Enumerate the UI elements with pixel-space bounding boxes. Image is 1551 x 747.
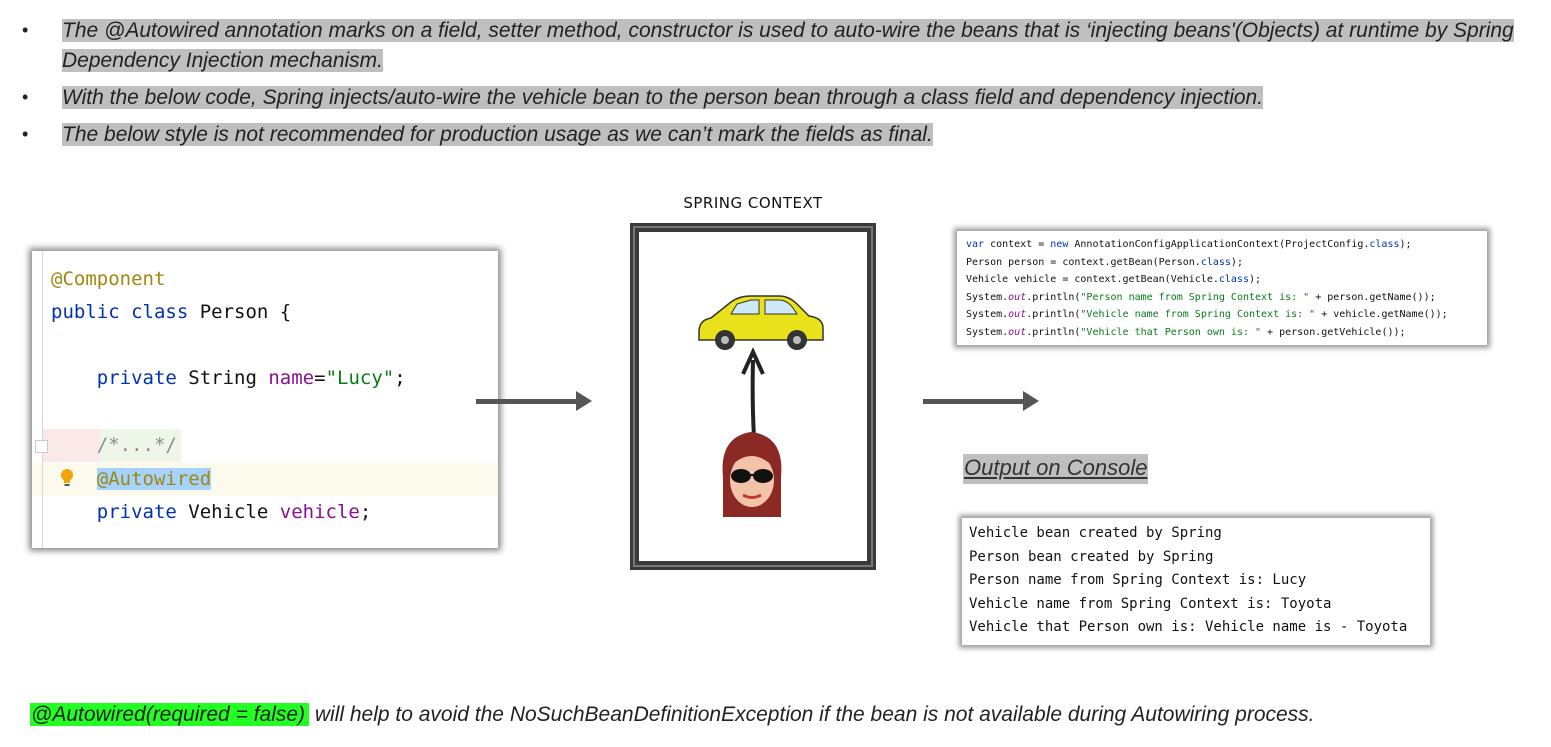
main-code-snippet: var context = new AnnotationConfigApplic… [957, 231, 1487, 345]
fold-toggle-icon[interactable] [35, 440, 48, 453]
bullet-dot: • [22, 20, 29, 40]
code-line: private Vehicle vehicle; [96, 501, 372, 523]
bullet-item: • The below style is not recommended for… [22, 120, 1532, 150]
field-name: vehicle [279, 501, 360, 523]
bullet-item: • With the below code, Spring injects/au… [22, 83, 1532, 113]
context-illustration [698, 295, 824, 517]
console-line: Vehicle name from Spring Context is: Toy… [969, 595, 1332, 612]
footer-note: @Autowired(required = false) will help t… [30, 695, 1315, 735]
console-line: Vehicle that Person own is: Vehicle name… [969, 619, 1408, 636]
code-line: System.out.println("Vehicle that Person … [966, 326, 1406, 338]
code-line: /*...*/ [51, 429, 498, 462]
type-name: Vehicle [176, 501, 280, 523]
arrow-up-icon [741, 347, 765, 438]
type-name: String [176, 367, 269, 389]
folded-comment[interactable]: /*...*/ [96, 434, 177, 456]
class-name: Person { [188, 301, 292, 323]
keyword: private [96, 367, 177, 389]
keyword: class [131, 301, 189, 323]
console-line: Vehicle bean created by Spring [969, 525, 1222, 541]
person-code-panel: @Component public class Person { private… [32, 251, 498, 548]
code-line: Person person = context.getBean(Person.c… [966, 256, 1243, 268]
code-line: private String name="Lucy"; [96, 367, 406, 389]
arrow-right-icon [476, 391, 592, 411]
output-label: Output on Console [963, 454, 1149, 484]
keyword: private [96, 501, 177, 523]
code-line: Vehicle vehicle = context.getBean(Vehicl… [966, 274, 1262, 285]
spring-context-frame [630, 223, 876, 570]
code-line: public class Person { [51, 296, 498, 329]
bullet-list: • The @Autowired annotation marks on a f… [22, 16, 1532, 157]
arrow-right-icon [923, 391, 1039, 411]
code-line: var context = new AnnotationConfigApplic… [966, 239, 1412, 250]
code-line: @Autowired [51, 463, 498, 496]
required-false-highlight: @Autowired(required = false) [30, 703, 310, 726]
footer-text: will help to avoid the NoSuchBeanDefinit… [309, 703, 1315, 726]
code-line: @Component [51, 263, 498, 296]
bullet-text: With the below code, Spring injects/auto… [62, 86, 1264, 109]
spring-context-title: SPRING CONTEXT [683, 194, 823, 212]
string-literal: "Lucy" [325, 367, 395, 389]
person-avatar-icon [722, 432, 782, 517]
code-line: System.out.println("Person name from Spr… [966, 291, 1436, 303]
console-line: Person name from Spring Context is: Lucy [969, 572, 1307, 589]
field-name: name [268, 367, 315, 389]
bullet-text: The below style is not recommended for p… [62, 123, 933, 146]
autowired-annotation: @Autowired [96, 468, 212, 490]
console-line: Person bean created by Spring [969, 548, 1214, 565]
bullet-item: • The @Autowired annotation marks on a f… [22, 16, 1532, 76]
code-line: System.out.println("Vehicle name from Sp… [966, 309, 1448, 320]
lightbulb-icon[interactable] [60, 468, 74, 488]
bullet-dot: • [22, 87, 29, 107]
bullet-text: The @Autowired annotation marks on a fie… [62, 19, 1514, 72]
car-icon [698, 295, 824, 350]
fold-highlight-green [100, 429, 181, 462]
console-output: Vehicle bean created by Spring Person be… [962, 518, 1430, 645]
keyword: public [51, 301, 120, 323]
bullet-dot: • [22, 124, 29, 144]
component-annotation: @Component [51, 268, 166, 290]
gutter-divider [42, 251, 43, 548]
